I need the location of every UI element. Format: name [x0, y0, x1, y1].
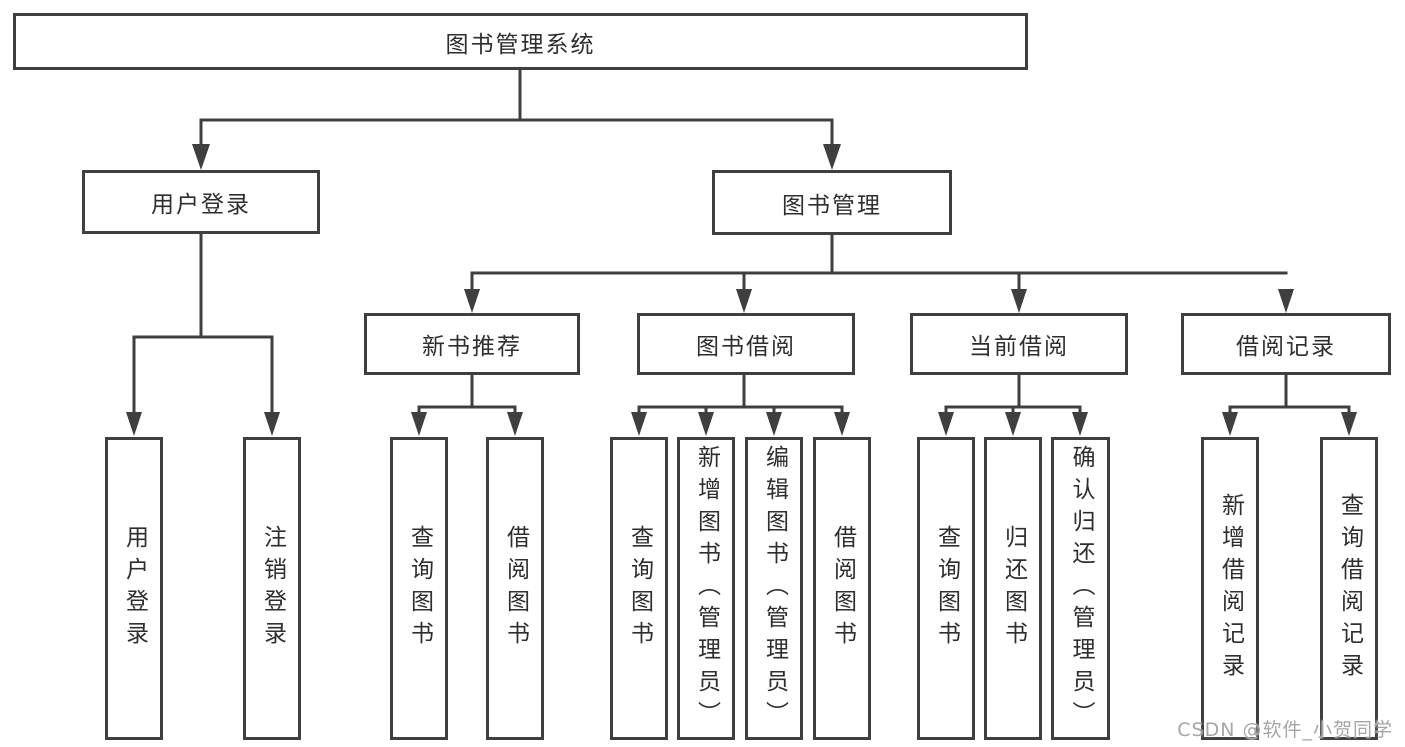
node-new-book-recommend-label: 新书推荐 [422, 334, 522, 360]
leaf-add-borrow-record: 新增借阅记录 [1201, 437, 1259, 740]
watermark: CSDN @软件_小贺同学 [1177, 719, 1393, 741]
leaf-logout-login: 注销登录 [243, 437, 301, 740]
leaf-borrow-books: 借阅图书 [813, 437, 871, 740]
leaf-query-books-recommend-label: 查询图书 [406, 524, 433, 653]
leaf-return-books: 归还图书 [984, 437, 1042, 740]
leaf-query-borrow-record-label: 查询借阅记录 [1336, 492, 1363, 685]
node-current-borrow: 当前借阅 [910, 313, 1128, 375]
node-book-management-label: 图书管理 [782, 192, 882, 219]
node-user-login: 用户登录 [82, 170, 320, 234]
leaf-edit-books-admin: 编辑图书（管理员） [745, 437, 803, 740]
leaf-logout-login-label: 注销登录 [259, 524, 286, 653]
leaf-add-books-admin-label: 新增图书（管理员） [693, 444, 720, 733]
leaf-user-login: 用户登录 [105, 437, 163, 740]
leaf-confirm-return-admin: 确认归还（管理员） [1051, 437, 1110, 740]
leaf-borrow-books-label: 借阅图书 [829, 524, 856, 653]
leaf-add-books-admin: 新增图书（管理员） [677, 437, 735, 740]
node-root-label: 图书管理系统 [445, 31, 596, 58]
leaf-query-books-borrow-label: 查询图书 [626, 524, 653, 653]
leaf-query-borrow-record: 查询借阅记录 [1320, 437, 1378, 740]
leaf-query-books-recommend: 查询图书 [390, 437, 448, 740]
leaf-query-books-current: 查询图书 [917, 437, 975, 740]
node-book-borrow: 图书借阅 [637, 313, 855, 375]
node-root: 图书管理系统 [13, 13, 1028, 70]
node-current-borrow-label: 当前借阅 [969, 334, 1069, 360]
leaf-add-borrow-record-label: 新增借阅记录 [1217, 492, 1244, 685]
leaf-return-books-label: 归还图书 [1000, 524, 1027, 653]
node-user-login-label: 用户登录 [151, 192, 251, 218]
node-borrow-records: 借阅记录 [1181, 313, 1391, 375]
leaf-query-books-borrow: 查询图书 [610, 437, 668, 740]
node-borrow-records-label: 借阅记录 [1236, 334, 1336, 360]
leaf-borrow-books-recommend: 借阅图书 [486, 437, 544, 740]
leaf-confirm-return-admin-label: 确认归还（管理员） [1068, 444, 1094, 733]
leaf-user-login-label: 用户登录 [121, 524, 148, 653]
node-book-management: 图书管理 [712, 170, 952, 235]
node-book-borrow-label: 图书借阅 [696, 334, 796, 360]
leaf-edit-books-admin-label: 编辑图书（管理员） [761, 444, 788, 733]
node-new-book-recommend: 新书推荐 [364, 313, 580, 375]
leaf-borrow-books-recommend-label: 借阅图书 [502, 524, 529, 653]
leaf-query-books-current-label: 查询图书 [933, 524, 960, 653]
